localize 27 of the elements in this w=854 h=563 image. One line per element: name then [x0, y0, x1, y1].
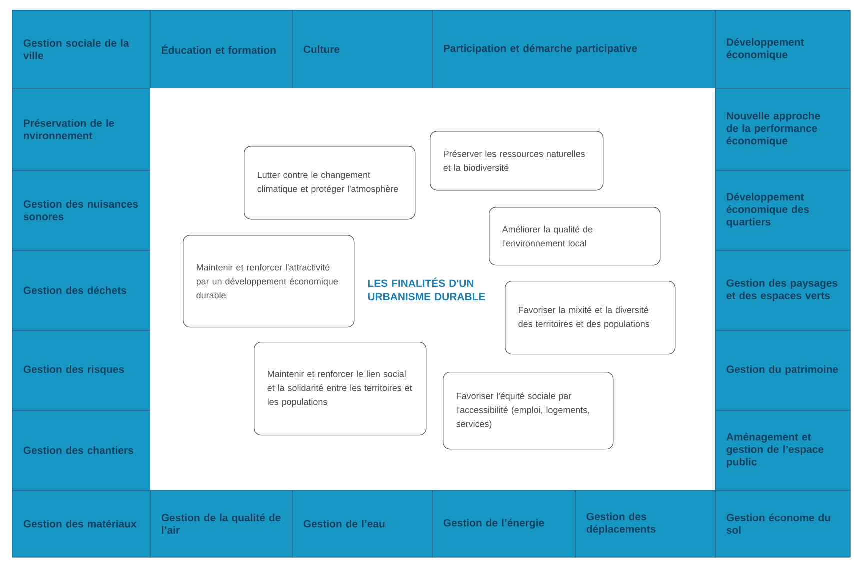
category-cell: Culture — [292, 10, 433, 89]
category-cell: Gestion sociale de la ville — [12, 10, 151, 89]
category-cell: Préservation de le nvironnement — [12, 88, 151, 171]
goal-box: Améliorer la qualité de l'environnement local — [489, 207, 661, 266]
category-cell: Aménagement et gestion de l’espace public — [715, 410, 851, 491]
category-cell: Gestion de la qualité de l’air — [150, 490, 293, 558]
category-cell: Gestion économe du sol — [715, 490, 851, 558]
category-cell: Éducation et formation — [150, 10, 293, 89]
goal-box: Favoriser la mixité et la diversité des territoires et des populations — [505, 280, 676, 355]
category-cell: Nouvelle approche de la performance économique — [715, 88, 851, 171]
category-cell: Gestion des paysages et des espaces verts — [715, 250, 851, 331]
category-cell: Développement économique des quartiers — [715, 170, 851, 251]
goal-box: Favoriser l'équité sociale par l'accessibilité (emploi, logements, services) — [443, 372, 614, 450]
category-cell: Gestion de l’énergie — [432, 490, 576, 558]
category-cell: Gestion des déchets — [12, 250, 151, 331]
category-cell: Développement économique — [715, 10, 851, 89]
category-cell: Gestion des risques — [12, 330, 151, 411]
goal-box: Préserver les ressources naturelles et la biodiversité — [430, 131, 604, 191]
category-cell: Gestion du patrimoine — [715, 330, 851, 411]
goal-box: Lutter contre le changement climatique et protéger l'atmosphère — [244, 146, 416, 220]
category-cell: Gestion des matériaux — [12, 490, 151, 558]
category-cell: Gestion de l’eau — [292, 490, 433, 558]
category-cell: Gestion des chantiers — [12, 410, 151, 491]
goal-box: Maintenir et renforcer le lien social et la solidarité entre les territoires et les populations — [254, 342, 427, 436]
goal-box: Maintenir et renforcer l'attractivité par un développement économique durable — [183, 234, 355, 328]
category-cell: Gestion des déplacements — [575, 490, 716, 558]
category-cell: Gestion des nuisances sonores — [12, 170, 151, 251]
